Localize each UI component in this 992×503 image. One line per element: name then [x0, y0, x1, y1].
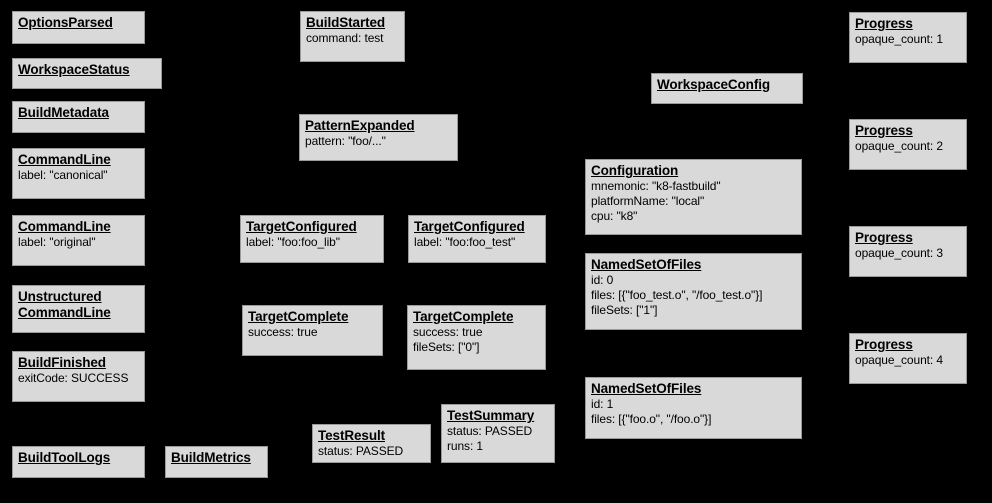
event-node-title: TestSummary	[447, 408, 535, 423]
event-node-field: label: "canonical"	[18, 168, 108, 182]
event-node-title: BuildMetadata	[18, 105, 109, 120]
event-node-field: fileSets: ["1"]	[591, 303, 658, 317]
event-node-field: label: "foo:foo_test"	[414, 235, 516, 249]
event-node-title: BuildFinished	[18, 355, 106, 370]
event-node-fields: opaque_count: 3	[855, 246, 961, 261]
event-node-title: Progress	[855, 337, 913, 352]
event-node-title: Progress	[855, 16, 913, 31]
event-node-title: OptionsParsed	[18, 15, 113, 30]
event-node-title: TargetConfigured	[414, 219, 525, 234]
event-node-fields: opaque_count: 2	[855, 139, 961, 154]
event-node-field: opaque_count: 3	[855, 246, 943, 260]
event-node-field: opaque_count: 1	[855, 32, 943, 46]
event-node-fields: opaque_count: 4	[855, 353, 961, 368]
event-node-build-metrics[interactable]: BuildMetrics	[165, 446, 268, 478]
event-node-field: success: true	[413, 325, 483, 339]
event-node-title: BuildMetrics	[171, 450, 251, 465]
event-node-title: WorkspaceConfig	[657, 77, 771, 92]
event-node-field: fileSets: ["0"]	[413, 340, 480, 354]
event-node-fields: exitCode: SUCCESS	[18, 371, 139, 386]
event-node-field: cpu: "k8"	[591, 209, 638, 223]
event-node-fields: status: PASSED	[318, 444, 425, 459]
event-node-title: BuildStarted	[306, 15, 386, 30]
event-node-title: TestResult	[318, 428, 386, 443]
event-node-field: label: "foo:foo_lib"	[246, 235, 340, 249]
event-node-title: TargetConfigured	[246, 219, 357, 234]
event-node-workspace-status[interactable]: WorkspaceStatus	[12, 58, 162, 89]
event-node-field: success: true	[248, 325, 318, 339]
event-node-fields: label: "canonical"	[18, 168, 139, 183]
event-node-title: Progress	[855, 123, 913, 138]
event-node-fields: label: "foo:foo_test"	[414, 235, 540, 250]
event-node-field: runs: 1	[447, 439, 483, 453]
event-node-fields: command: test	[306, 31, 399, 46]
event-node-title: BuildToolLogs	[18, 450, 111, 465]
event-node-title: PatternExpanded	[305, 118, 415, 133]
event-node-field: opaque_count: 2	[855, 139, 943, 153]
event-node-title: TargetComplete	[248, 309, 349, 324]
event-node-field: label: "original"	[18, 235, 96, 249]
event-node-field: mnemonic: "k8-fastbuild"	[591, 179, 721, 193]
event-node-field: platformName: "local"	[591, 194, 705, 208]
event-node-title: Progress	[855, 230, 913, 245]
event-node-fields: success: true	[248, 325, 377, 340]
event-node-title: CommandLine	[18, 152, 111, 167]
event-node-field: files: [{"foo.o", "/foo.o"}]	[591, 412, 712, 426]
event-node-field: pattern: "foo/..."	[305, 134, 386, 148]
event-node-field: opaque_count: 4	[855, 353, 943, 367]
event-node-title: NamedSetOfFiles	[591, 381, 702, 396]
event-node-title: TargetComplete	[413, 309, 514, 324]
event-node-field: status: PASSED	[447, 424, 533, 438]
event-node-workspace-config[interactable]: WorkspaceConfig	[651, 73, 803, 104]
event-node-options-parsed[interactable]: OptionsParsed	[12, 11, 145, 44]
event-node-fields: pattern: "foo/..."	[305, 134, 452, 149]
event-node-title: Configuration	[591, 163, 679, 178]
event-node-field: status: PASSED	[318, 444, 404, 458]
event-node-title: Unstructured CommandLine	[18, 289, 111, 320]
event-node-fields: mnemonic: "k8-fastbuild"platformName: "l…	[591, 179, 796, 224]
event-node-field: command: test	[306, 31, 384, 45]
event-node-field: id: 1	[591, 397, 614, 411]
event-node-field: files: [{"foo_test.o", "/foo_test.o"}]	[591, 288, 763, 302]
event-node-fields: label: "original"	[18, 235, 139, 250]
event-node-field: exitCode: SUCCESS	[18, 371, 129, 385]
event-node-title: NamedSetOfFiles	[591, 257, 702, 272]
event-node-field: id: 0	[591, 273, 614, 287]
event-node-fields: opaque_count: 1	[855, 32, 961, 47]
event-node-title: WorkspaceStatus	[18, 62, 130, 77]
event-node-title: CommandLine	[18, 219, 111, 234]
event-node-build-tool-logs[interactable]: BuildToolLogs	[12, 446, 145, 478]
event-node-unstructured-command-line[interactable]: Unstructured CommandLine	[12, 285, 145, 333]
event-node-build-metadata[interactable]: BuildMetadata	[12, 101, 145, 133]
event-node-fields: label: "foo:foo_lib"	[246, 235, 378, 250]
